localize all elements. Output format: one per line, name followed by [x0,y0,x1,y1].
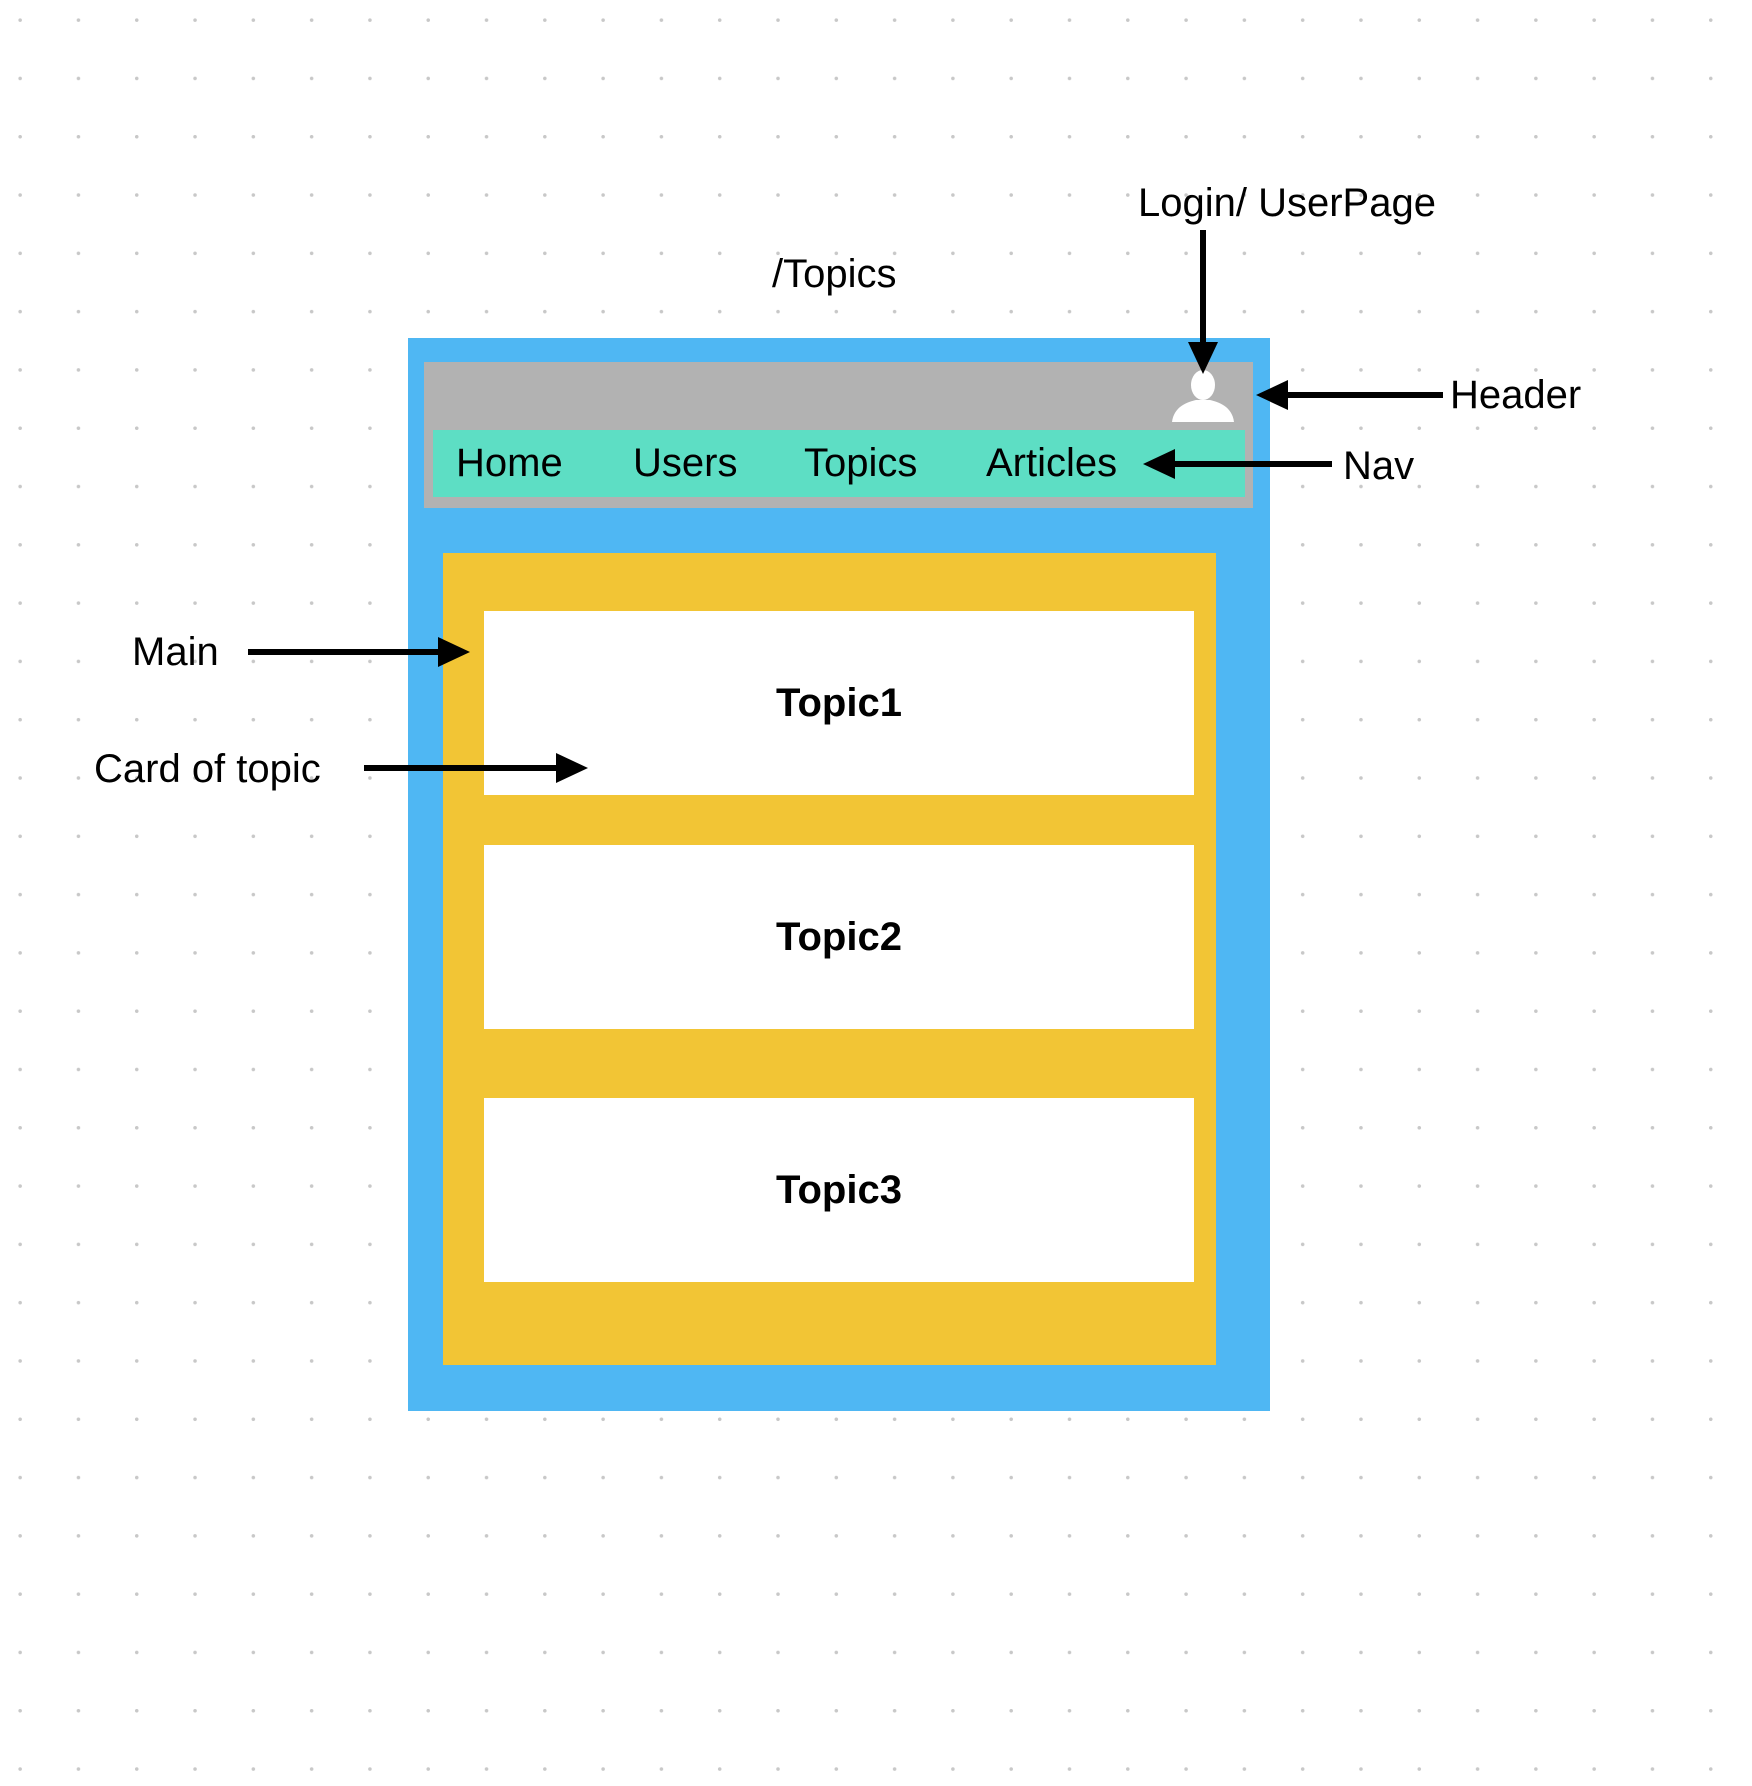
topic-card-title: Topic1 [776,681,902,725]
nav-bar: Home Users Topics Articles [433,430,1245,497]
nav-item-topics[interactable]: Topics [804,441,918,485]
annotation-card: Card of topic [94,747,321,791]
annotation-login: Login/ UserPage [1138,181,1436,225]
route-label: /Topics [772,252,897,296]
topic-card[interactable]: Topic1 [484,611,1194,795]
nav-item-articles[interactable]: Articles [986,441,1118,485]
annotation-nav: Nav [1343,444,1415,488]
topic-card-title: Topic2 [776,915,902,959]
topic-card[interactable]: Topic3 [484,1098,1194,1282]
user-avatar-icon[interactable] [1170,368,1236,422]
topic-card-title: Topic3 [776,1168,902,1212]
annotation-header: Header [1450,373,1582,417]
topic-card[interactable]: Topic2 [484,845,1194,1029]
nav-item-users[interactable]: Users [633,441,738,485]
annotation-main: Main [132,630,219,674]
nav-item-home[interactable]: Home [456,441,563,485]
